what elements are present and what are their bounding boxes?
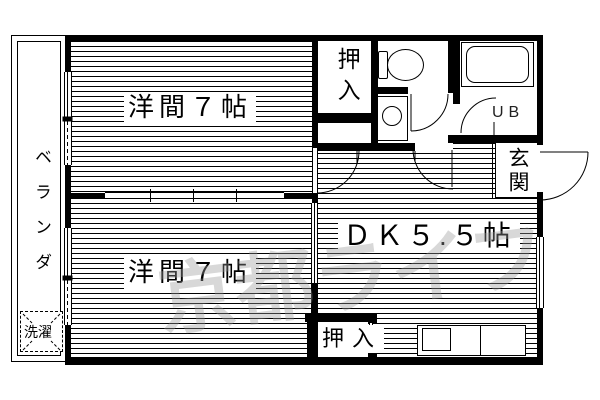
room1-dk-doorway	[312, 148, 318, 193]
closet-top-label: 押入	[334, 47, 361, 109]
laundry-corner-marks	[22, 313, 61, 351]
wall-east-b	[537, 192, 543, 237]
wall-bottom	[65, 357, 543, 365]
wall-west-c	[65, 325, 71, 357]
dining-kitchen-label: ＤＫ５.５帖	[338, 219, 520, 253]
hall-dk-doorway	[415, 143, 453, 151]
wall-west-a	[65, 41, 71, 72]
veranda-inner-rail	[17, 41, 61, 356]
entrance-door-arc	[539, 151, 589, 201]
wall-closet-top-right	[371, 35, 378, 145]
west-window2-mullion	[62, 275, 73, 281]
hall-door-arc	[412, 148, 454, 190]
wall-bath-bottom	[448, 135, 543, 143]
wall-center-lower	[311, 283, 318, 313]
wall-closet-bottom-corner-a	[368, 313, 377, 323]
wall-dk-top	[312, 143, 415, 151]
west-window1-mullion	[62, 116, 73, 122]
laundry-label: 洗濯	[24, 323, 52, 340]
wall-closet-bottom-left	[307, 313, 318, 357]
wall-east-a	[537, 41, 543, 145]
veranda-label: ベランダ	[32, 147, 51, 288]
kitchen-counter-divider	[480, 325, 481, 356]
room1-door-arc	[316, 150, 360, 194]
entrance-label: 玄関	[505, 146, 530, 196]
bath-door-arc	[460, 97, 497, 134]
entrance-step-line	[492, 143, 493, 199]
wall-bath-left-stub	[453, 93, 460, 104]
room-divider-sliding-door	[105, 192, 284, 199]
wall-center-stub	[312, 193, 318, 203]
wall-toilet-right	[448, 35, 460, 93]
western-room-1-label: 洋間７帖	[124, 92, 257, 124]
wall-top	[65, 35, 543, 41]
western-room-2-label: 洋間７帖	[124, 257, 257, 289]
wall-toilet-bottom	[378, 87, 408, 94]
room2-dk-sliding-door	[311, 203, 318, 283]
wall-room-divider-west	[68, 193, 105, 198]
wall-room-divider-east	[284, 193, 317, 198]
divider-tick-2	[193, 189, 194, 202]
wall-center-vertical	[312, 41, 318, 148]
entrance-door-opening	[537, 145, 543, 192]
kitchen-sink-icon	[422, 328, 451, 351]
unit-bath-label: UB	[492, 103, 525, 122]
bath-door-opening	[453, 104, 460, 135]
wall-closet-bottom-top	[305, 313, 377, 322]
closet-bottom-label: 押入	[320, 325, 385, 353]
washbasin-bowl-icon	[382, 106, 402, 126]
divider-tick-3	[236, 189, 237, 202]
wall-east-c	[537, 308, 543, 357]
divider-tick-1	[150, 189, 151, 202]
toilet-bowl-icon	[387, 49, 424, 81]
toilet-door-arc	[410, 93, 449, 132]
wall-closet-top-bottom	[312, 113, 378, 123]
bathtub-inner-icon	[466, 46, 529, 83]
